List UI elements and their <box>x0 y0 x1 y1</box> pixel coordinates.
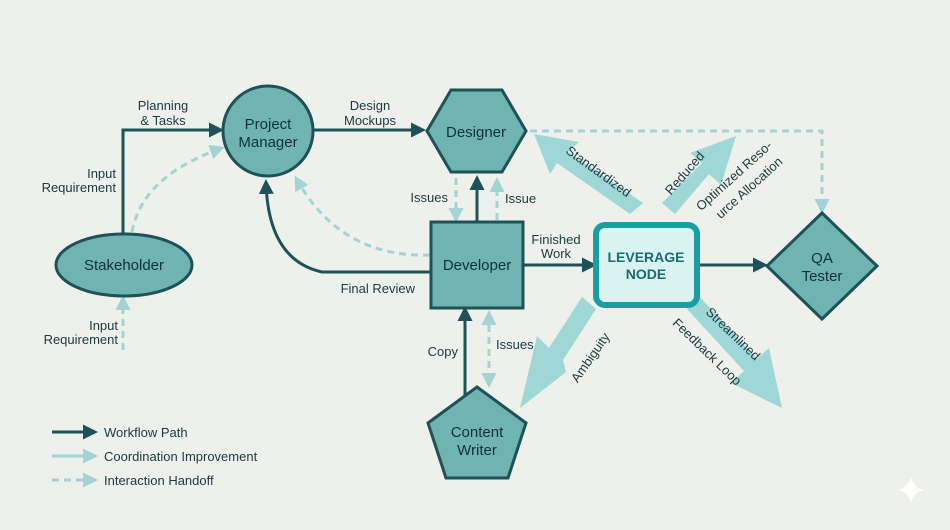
legend-coordination-label: Coordination Improvement <box>104 449 258 464</box>
qa-label-2: Tester <box>802 268 843 285</box>
edge-labels: Planning & Tasks Input Requirement Input… <box>42 98 581 359</box>
legend-item-interaction: Interaction Handoff <box>52 472 214 488</box>
label-final-review: Final Review <box>341 281 416 296</box>
legend-interaction-label: Interaction Handoff <box>104 473 214 488</box>
edge-developer-to-pm <box>258 179 431 274</box>
pm-label-1: Project <box>245 116 293 133</box>
node-developer: Developer <box>429 220 525 310</box>
legend-item-coordination: Coordination Improvement <box>52 448 258 464</box>
node-designer: Designer <box>425 88 528 174</box>
legend-workflow-label: Workflow Path <box>104 425 188 440</box>
qa-label-1: QA <box>811 250 833 267</box>
designer-label: Designer <box>446 124 506 141</box>
label-tasks: & Tasks <box>140 113 186 128</box>
node-qa-tester: QA Tester <box>764 210 880 322</box>
sparkle-icon <box>897 476 925 504</box>
writer-label-2: Writer <box>457 442 497 459</box>
legend-item-workflow: Workflow Path <box>52 424 188 440</box>
leverage-label-1: LEVERAGE <box>607 249 684 265</box>
label-finished: Finished <box>531 232 580 247</box>
node-stakeholder: Stakeholder <box>54 232 194 298</box>
legend: Workflow Path Coordination Improvement I… <box>52 424 258 488</box>
node-content-writer: Content Writer <box>426 385 528 480</box>
writer-label-1: Content <box>451 424 504 441</box>
arrow-ambiguity <box>520 297 596 408</box>
edge-stakeholder-dashed-to-pm <box>130 144 225 233</box>
edge-stakeholder-to-pm <box>121 122 224 236</box>
leverage-label-2: NODE <box>626 266 666 282</box>
label-copy: Copy <box>428 344 459 359</box>
label-design: Design <box>350 98 390 113</box>
label-issues-designer: Issues <box>410 190 448 205</box>
label-input-top-2: Requirement <box>42 180 117 195</box>
developer-label: Developer <box>443 257 511 274</box>
label-issues-writer: Issues <box>496 337 534 352</box>
label-issue-designer: Issue <box>505 191 536 206</box>
label-work: Work <box>541 246 572 261</box>
node-leverage: LEVERAGE NODE <box>593 222 700 308</box>
arrow-standardized <box>534 134 643 214</box>
pm-label-2: Manager <box>238 134 297 151</box>
label-input-bottom-2: Requirement <box>44 332 119 347</box>
node-project-manager: Project Manager <box>221 84 315 178</box>
label-mockups: Mockups <box>344 113 397 128</box>
label-planning: Planning <box>138 98 189 113</box>
edge-designer-to-qa <box>530 129 830 214</box>
coordination-arrows <box>520 134 782 408</box>
workflow-paths <box>121 122 768 395</box>
interaction-paths <box>115 129 830 388</box>
stakeholder-label: Stakeholder <box>84 257 164 274</box>
label-input-bottom-1: Input <box>89 318 118 333</box>
arrow-streamlined <box>687 297 782 408</box>
label-input-top-1: Input <box>87 166 116 181</box>
arrow-reduced <box>662 136 736 214</box>
